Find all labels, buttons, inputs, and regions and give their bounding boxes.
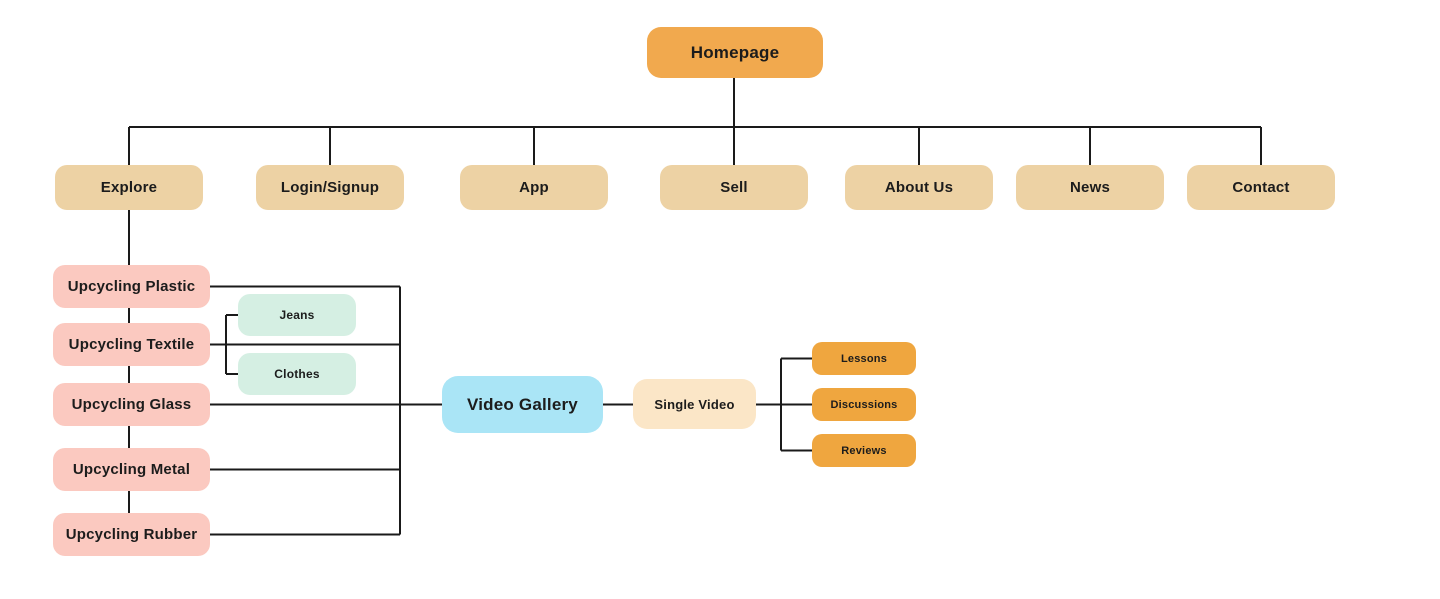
node-news[interactable]: News (1016, 165, 1164, 210)
node-upcycling-glass[interactable]: Upcycling Glass (53, 383, 210, 426)
node-lessons[interactable]: Lessons (812, 342, 916, 375)
node-about-us[interactable]: About Us (845, 165, 993, 210)
node-video-gallery[interactable]: Video Gallery (442, 376, 603, 433)
node-jeans[interactable]: Jeans (238, 294, 356, 336)
node-upcycling-metal[interactable]: Upcycling Metal (53, 448, 210, 491)
node-contact[interactable]: Contact (1187, 165, 1335, 210)
node-upcycling-rubber[interactable]: Upcycling Rubber (53, 513, 210, 556)
node-login-signup[interactable]: Login/Signup (256, 165, 404, 210)
node-clothes[interactable]: Clothes (238, 353, 356, 395)
node-single-video[interactable]: Single Video (633, 379, 756, 429)
node-app[interactable]: App (460, 165, 608, 210)
connector-textile-bracket (225, 314, 238, 375)
connector-nav-drops (128, 127, 1262, 165)
node-reviews[interactable]: Reviews (812, 434, 916, 467)
connector-singlevideo-bracket (780, 357, 812, 452)
node-sell[interactable]: Sell (660, 165, 808, 210)
node-upcycling-plastic[interactable]: Upcycling Plastic (53, 265, 210, 308)
node-upcycling-textile[interactable]: Upcycling Textile (53, 323, 210, 366)
node-discussions[interactable]: Discussions (812, 388, 916, 421)
node-homepage[interactable]: Homepage (647, 27, 823, 78)
node-explore[interactable]: Explore (55, 165, 203, 210)
